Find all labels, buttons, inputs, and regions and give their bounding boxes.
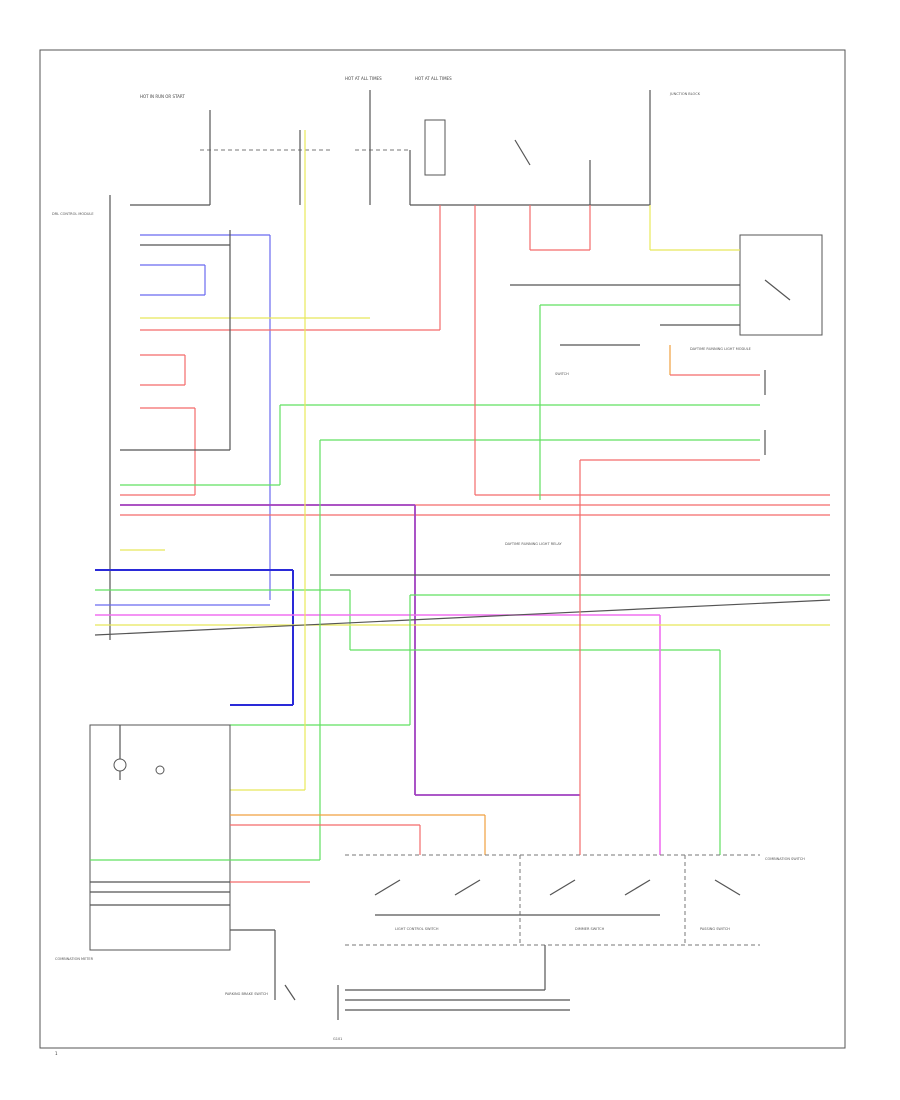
label-daytime-module: DAYTIME RUNNING LIGHT MODULE [690, 347, 751, 351]
left-connectors [109, 195, 830, 796]
meter-wires [90, 814, 486, 1000]
fuse-block-top [424, 119, 446, 176]
label-hot-in-run: HOT IN RUN OR START [140, 94, 185, 99]
relay-section [510, 205, 823, 500]
footer-page-number: 1 [55, 1051, 58, 1056]
diagram-border [39, 49, 846, 1049]
label-mid-switch: SWITCH [555, 372, 569, 376]
indicator-icon [155, 765, 165, 775]
label-ground: G101 [333, 1037, 342, 1041]
combination-meter [89, 724, 231, 951]
power-section [200, 90, 651, 206]
label-left-module: DRL CONTROL MODULE [52, 212, 94, 216]
lamp-icon [113, 758, 127, 772]
bus-lines [94, 130, 831, 860]
label-combination-meter: COMBINATION METER [55, 957, 94, 961]
label-hot-at-all-times-2: HOT AT ALL TIMES [415, 76, 452, 81]
label-dimmer: DIMMER SWITCH [575, 927, 605, 931]
label-daytime-relay: DAYTIME RUNNING LIGHT RELAY [505, 542, 562, 546]
label-junction-block: JUNCTION BLOCK [669, 92, 701, 96]
label-combination-switch: COMBINATION SWITCH [765, 857, 805, 861]
label-light-control: LIGHT CONTROL SWITCH [395, 927, 439, 931]
combination-switch [284, 854, 760, 1020]
daytime-relay-box [739, 234, 823, 336]
combination-meter-box [89, 724, 231, 951]
label-parking-brake: PARKING BRAKE SWITCH [225, 992, 268, 996]
label-hot-at-all-times: HOT AT ALL TIMES [345, 76, 382, 81]
label-passing: PASSING SWITCH [700, 927, 730, 931]
